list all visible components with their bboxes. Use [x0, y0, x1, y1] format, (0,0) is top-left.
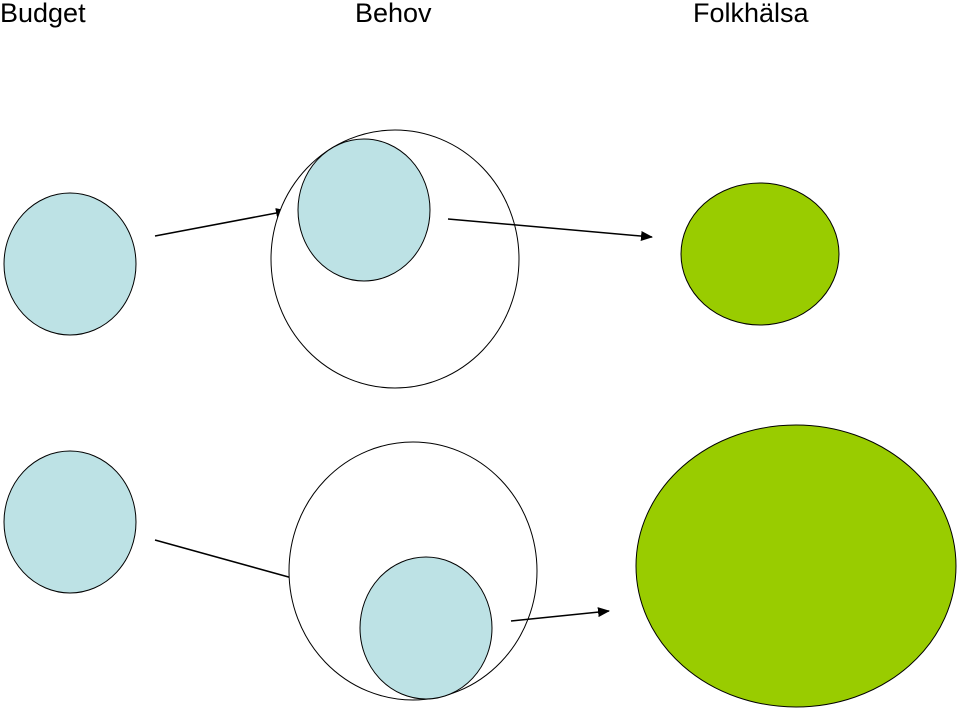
row1-arrow-budget-to-need — [154, 208, 288, 237]
row2-budget-circle — [3, 450, 137, 594]
header-folkhalsa: Folkhälsa — [693, 0, 809, 28]
row1-need-budget-circle — [297, 138, 431, 282]
row-2 — [3, 424, 957, 708]
row2-arrow-need-to-health — [510, 607, 610, 622]
row-1 — [3, 129, 840, 389]
row2-health-circle — [635, 424, 957, 708]
row2-need-budget-circle — [359, 556, 493, 700]
header-budget: Budget — [0, 0, 86, 28]
row1-budget-circle — [3, 192, 137, 336]
column-headers: Budget Behov Folkhälsa — [0, 0, 960, 40]
row1-arrow-need-to-health — [447, 218, 653, 242]
row1-health-circle — [680, 182, 840, 326]
header-behov: Behov — [355, 0, 432, 28]
